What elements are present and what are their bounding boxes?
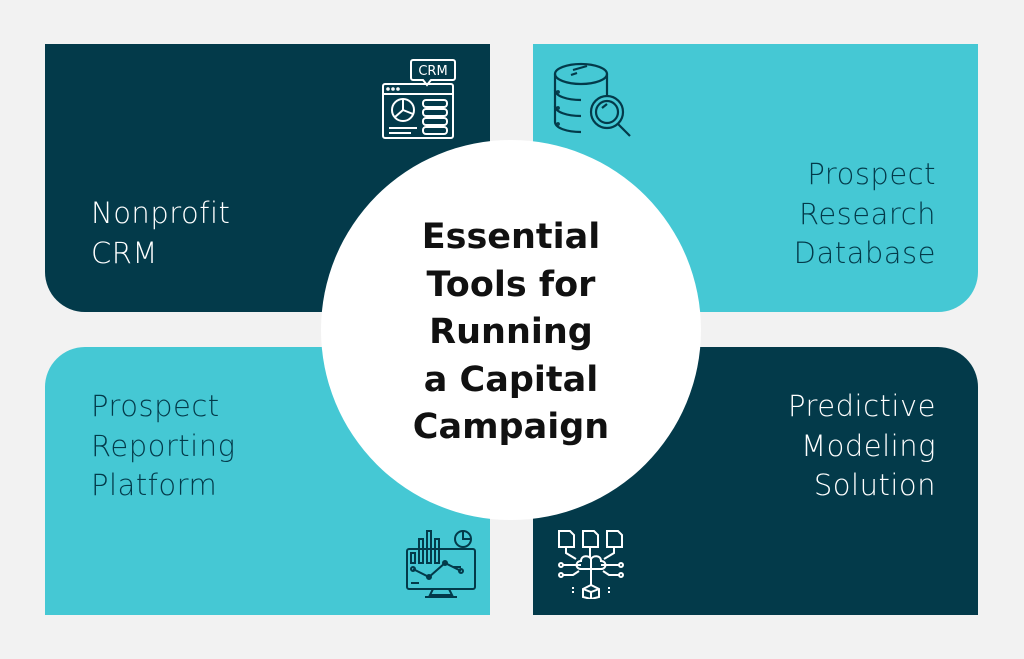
title-line: Tools for — [426, 264, 596, 305]
title-line: a Capital — [423, 359, 599, 400]
label-line: Research — [798, 196, 936, 231]
panel-label: Nonprofit CRM — [91, 194, 230, 273]
label-line: Nonprofit — [91, 196, 231, 230]
label-line: Database — [793, 236, 936, 270]
title-line: Running — [429, 312, 593, 353]
panel-label: Prospect Research Database — [794, 155, 936, 274]
database-search-icon — [553, 62, 631, 137]
label-line: Reporting — [91, 428, 236, 463]
ai-modeling-icon — [558, 530, 624, 599]
label-line: Platform — [91, 468, 218, 502]
label-line: Modeling — [801, 428, 936, 463]
center-circle: Essential Tools for Running a Capital Ca… — [321, 140, 701, 520]
label-line: CRM — [91, 235, 158, 270]
panel-label: Prospect Reporting Platform — [91, 387, 235, 506]
title-line: Essential — [421, 217, 601, 258]
svg-text:CRM: CRM — [418, 64, 447, 79]
panel-label: Predictive Modeling Solution — [788, 387, 936, 506]
crm-icon: CRM — [382, 59, 456, 139]
label-line: Prospect — [91, 389, 220, 423]
label-line: Prospect — [807, 157, 936, 191]
label-line: Solution — [813, 468, 936, 502]
label-line: Predictive — [788, 389, 936, 423]
analytics-monitor-icon — [406, 530, 476, 598]
title-line: Campaign — [412, 407, 610, 448]
diagram-title: Essential Tools for Running a Capital Ca… — [413, 214, 609, 452]
